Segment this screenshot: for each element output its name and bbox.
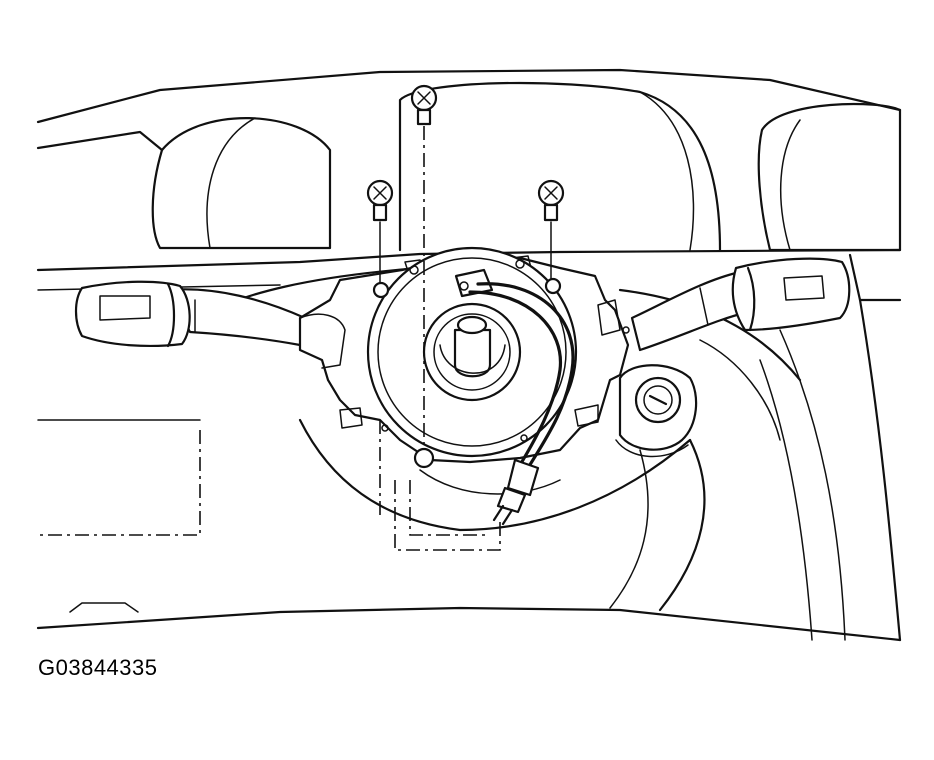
mount-hole-right bbox=[544, 277, 562, 295]
mounting-screws bbox=[366, 84, 630, 520]
ignition-cylinder bbox=[615, 364, 698, 458]
right-combination-lever bbox=[630, 257, 851, 352]
left-combination-lever bbox=[74, 280, 307, 348]
instrument-panel-outline bbox=[36, 68, 902, 642]
figure-code: G03844335 bbox=[38, 655, 158, 680]
spiral-cable bbox=[366, 246, 578, 458]
harness-wire bbox=[468, 282, 575, 526]
screw-right bbox=[537, 179, 565, 281]
screw-top-center bbox=[410, 84, 438, 460]
mount-hole-bottom bbox=[413, 447, 435, 469]
screw-left bbox=[366, 179, 394, 520]
mount-hole-left bbox=[372, 281, 390, 299]
